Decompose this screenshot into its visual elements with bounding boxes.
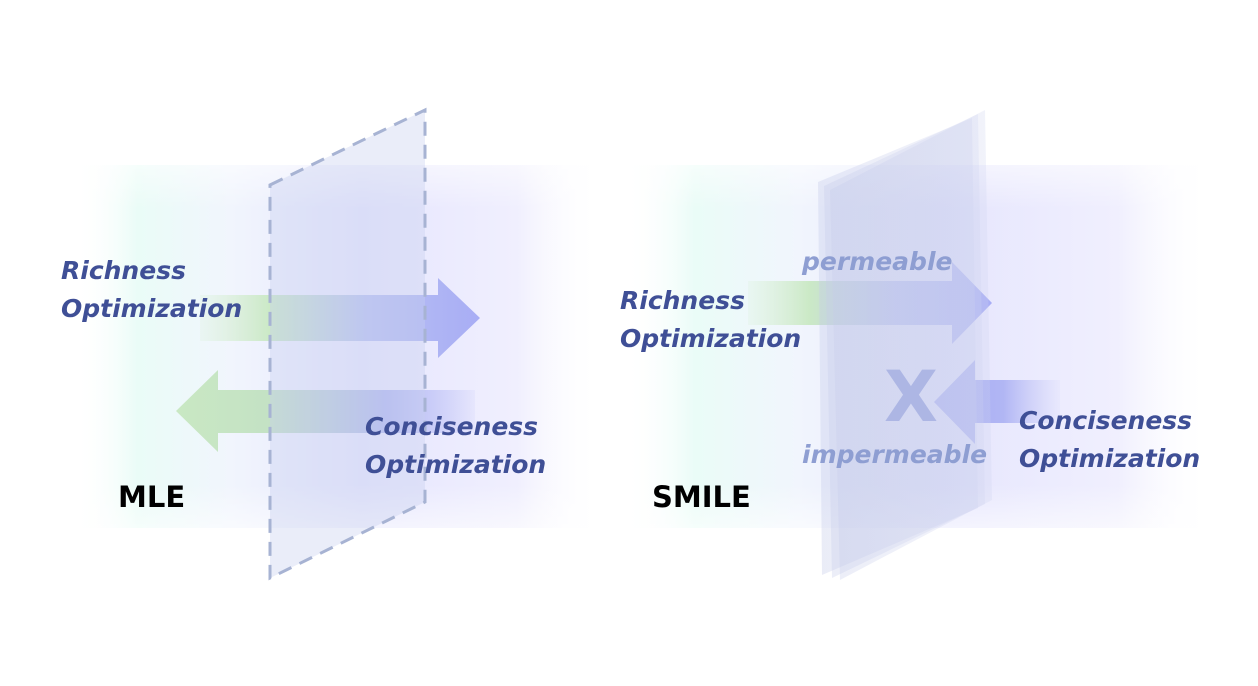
smile-panel — [625, 110, 1205, 580]
smile-conciseness-line2: Optimization — [1019, 444, 1201, 473]
mle-richness-label: Richness Optimization — [61, 252, 242, 328]
mle-richness-line1: Richness — [61, 256, 186, 285]
smile-richness-line2: Optimization — [620, 324, 802, 353]
mle-panel — [75, 107, 595, 581]
mle-dashed-membrane — [268, 107, 427, 581]
blocked-cross-icon: X — [884, 356, 938, 438]
impermeable-label: impermeable — [802, 440, 988, 469]
mle-conciseness-label: Conciseness Optimization — [365, 408, 546, 484]
smile-richness-label: Richness Optimization — [620, 282, 801, 358]
mle-conciseness-line1: Conciseness — [365, 412, 539, 441]
mle-band-fade — [75, 165, 595, 528]
mle-conciseness-line2: Optimization — [365, 450, 547, 479]
smile-conciseness-line1: Conciseness — [1019, 406, 1193, 435]
mle-richness-line2: Optimization — [61, 294, 243, 323]
smile-conciseness-label: Conciseness Optimization — [1019, 402, 1200, 478]
smile-membrane-front — [818, 118, 978, 575]
mle-method-label: MLE — [118, 480, 186, 514]
mle-conciseness-arrow — [176, 370, 475, 452]
permeable-label: permeable — [802, 247, 953, 276]
smile-richness-line1: Richness — [620, 286, 745, 315]
smile-method-label: SMILE — [652, 480, 751, 514]
